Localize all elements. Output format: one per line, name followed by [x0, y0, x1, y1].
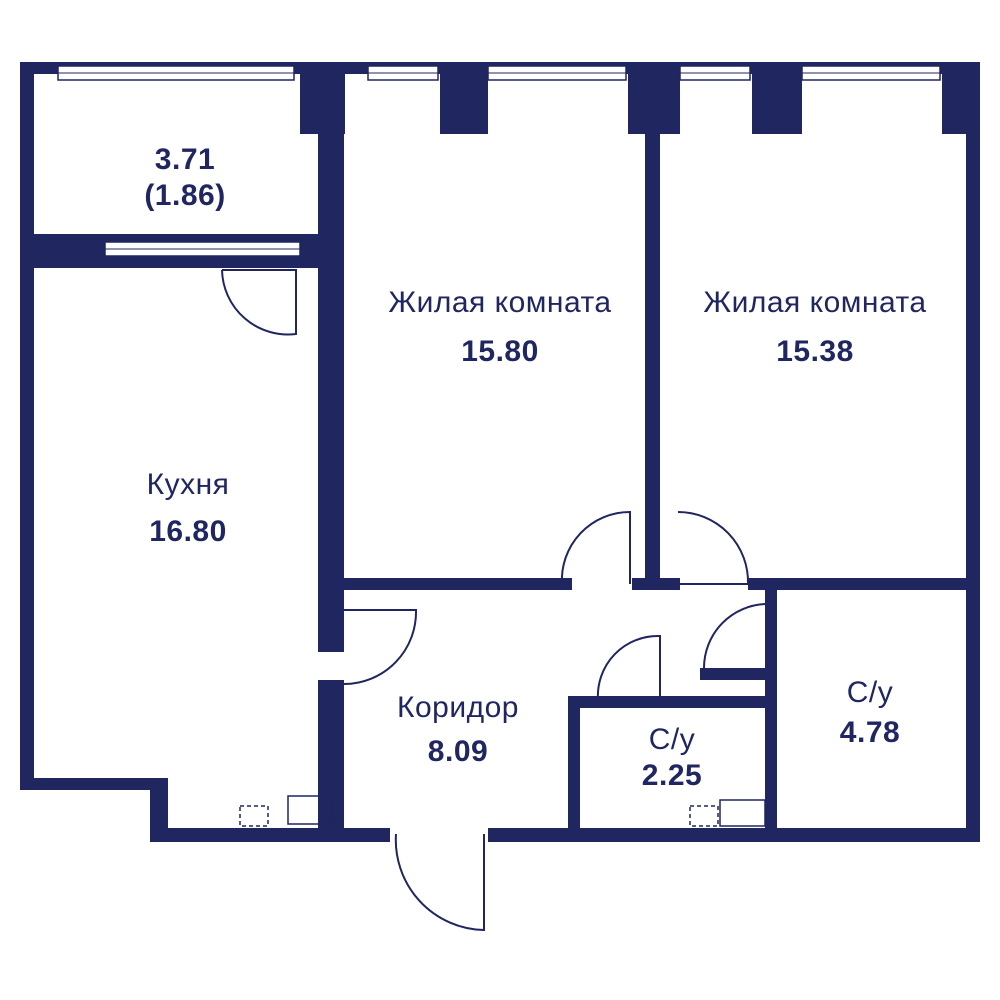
kitchen-niche — [239, 805, 269, 827]
living-room-2-name: Жилая комната — [703, 286, 927, 319]
corridor-area: 8.09 — [427, 735, 489, 768]
bathroom-small-name: С/у — [648, 723, 696, 756]
balcony-reduced-area: (1.86) — [144, 179, 226, 212]
windows — [57, 65, 941, 257]
bottom-right-wall — [488, 828, 980, 842]
living2-door — [677, 511, 750, 585]
column-2 — [440, 62, 488, 134]
living-door-stub — [632, 578, 680, 590]
living1-bottom-wall — [332, 578, 572, 590]
living-room-2-area: 15.38 — [776, 335, 854, 368]
doors — [221, 269, 767, 932]
living-room-1-area: 15.80 — [461, 335, 539, 368]
column-4 — [752, 62, 802, 134]
bath-large-door — [703, 603, 767, 669]
bath-large-door-head — [700, 668, 770, 680]
balcony-door — [221, 269, 297, 336]
utility-niches — [239, 795, 766, 827]
window-sills — [58, 72, 940, 250]
bathroom-large-area: 4.78 — [839, 716, 901, 749]
entrance-door — [394, 833, 485, 932]
bathroom-small-area: 2.25 — [641, 759, 703, 792]
bath-small-left-wall — [568, 696, 580, 836]
column-5 — [942, 62, 980, 134]
balcony-left-wall — [20, 62, 34, 234]
kitchen-area: 16.80 — [149, 515, 227, 548]
balcony-area: 3.71 — [154, 143, 216, 176]
kitchen-left-wall — [20, 234, 34, 790]
bottom-left-wall — [150, 828, 390, 842]
bathrooms-divider — [765, 590, 777, 840]
bottom-step-wall — [150, 778, 168, 842]
kitchen-name: Кухня — [146, 468, 230, 501]
kitchen-riser — [287, 795, 333, 825]
bath-riser — [719, 799, 766, 827]
corridor-name: Коридор — [397, 691, 519, 724]
kitchen-right-wall — [318, 62, 344, 652]
bathroom-large-name: С/у — [846, 676, 894, 709]
bath-small-top-wall — [568, 696, 768, 708]
living-rooms-divider — [645, 120, 660, 588]
walls — [20, 62, 980, 842]
living1-door — [560, 510, 631, 585]
right-outer-wall — [966, 62, 980, 842]
bath-niche — [689, 805, 719, 827]
kitchen-door — [343, 609, 418, 685]
kitchen-bottom-wall — [20, 778, 168, 790]
kitchen-lower-wall — [318, 680, 344, 840]
bath-small-door — [596, 634, 661, 701]
living-room-1-name: Жилая комната — [388, 286, 612, 319]
living2-bottom-wall — [748, 578, 980, 590]
